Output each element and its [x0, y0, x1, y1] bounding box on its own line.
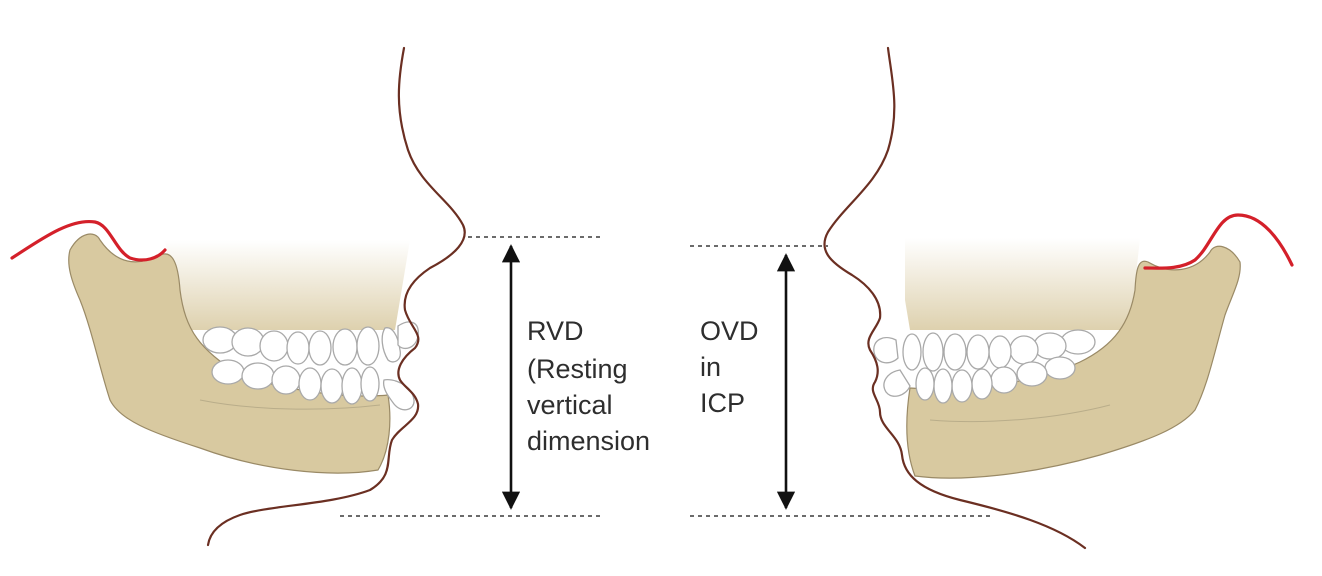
left-maxilla [165, 240, 410, 330]
left-soft-tissue-profile [206, 46, 466, 547]
right-maxilla [905, 238, 1140, 330]
ovd-label: OVD in ICP [700, 316, 766, 418]
rvd-label-line-1: RVD [527, 316, 584, 346]
rvd-label-line-4: dimension [527, 426, 650, 456]
right-mandible [906, 245, 1241, 479]
right-lower-gumline [929, 404, 1111, 423]
left-lower-gumline [199, 399, 381, 410]
left-jaw-panel [10, 46, 466, 547]
ovd-label-line-3: ICP [700, 388, 745, 418]
ovd-label-line-1: OVD [700, 316, 759, 346]
right-jaw-panel [823, 46, 1294, 550]
right-condyle-outline [1143, 213, 1294, 270]
rvd-label: RVD (Resting vertical dimension [527, 316, 650, 456]
right-lower-teeth [883, 356, 1076, 404]
rvd-label-line-2: (Resting [527, 354, 628, 384]
right-soft-tissue-profile [823, 46, 1087, 550]
left-condyle-outline [10, 219, 167, 262]
rvd-label-line-3: vertical [527, 390, 613, 420]
right-upper-teeth [873, 329, 1096, 372]
ovd-label-line-2: in [700, 352, 721, 382]
left-upper-teeth [202, 321, 419, 366]
